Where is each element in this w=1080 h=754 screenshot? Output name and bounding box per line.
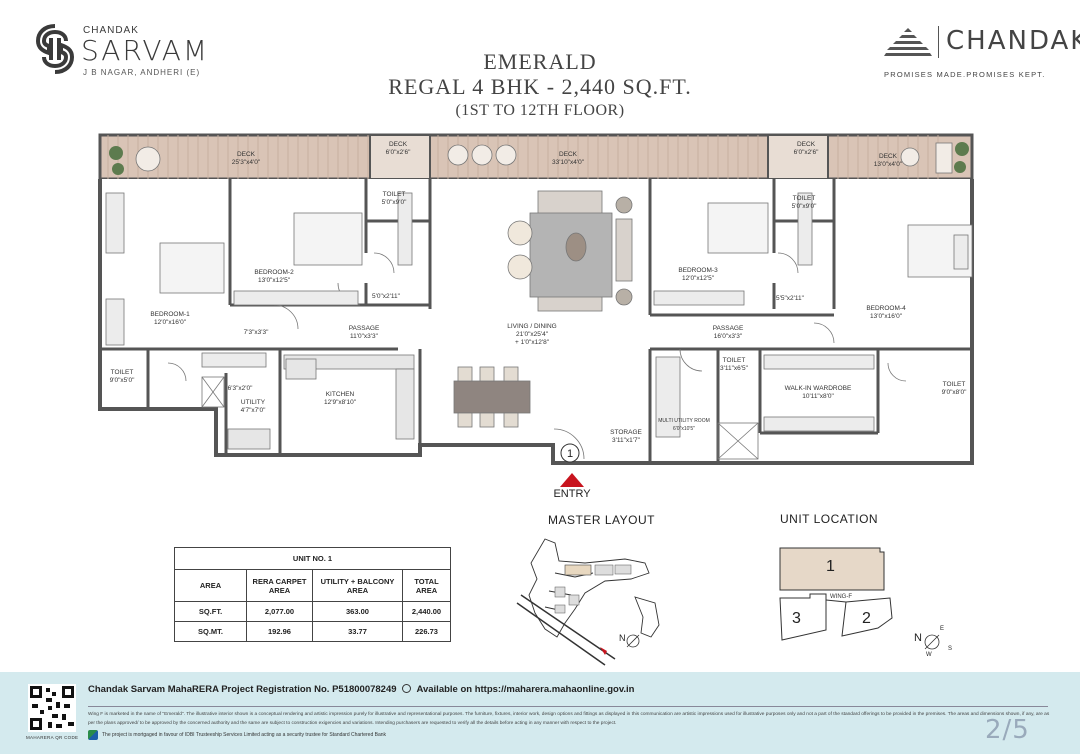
table-cell: 2,077.00: [246, 601, 313, 622]
chandak-logo: CHANDAK PROMISES MADE.PROMISES KEPT.: [880, 22, 1080, 82]
master-layout-title: MASTER LAYOUT: [548, 513, 655, 527]
brand-group: CHANDAK: [83, 25, 139, 36]
sarvam-logo-icon: [36, 24, 74, 74]
table-header: AREA: [174, 569, 247, 602]
corp-tagline: PROMISES MADE.PROMISES KEPT.: [884, 70, 1046, 79]
compass-n: N: [914, 632, 922, 644]
logo-divider: [938, 26, 939, 58]
table-cell: 192.96: [246, 621, 313, 642]
floor-range: (1ST TO 12TH FLOOR): [455, 102, 625, 119]
table-cell: 363.00: [312, 601, 403, 622]
table-cell: SQ.MT.: [174, 621, 247, 642]
table-header: RERA CARPET AREA: [246, 569, 313, 602]
pyramid-logo-icon: [884, 28, 932, 56]
unit-location-title: UNIT LOCATION: [780, 512, 879, 526]
brand-location: J B NAGAR, ANDHERI (E): [83, 68, 201, 77]
floor-plan-drawing: 1: [98, 133, 974, 465]
site-plan-drawing: N: [516, 538, 660, 666]
table-header: TOTAL AREA: [402, 569, 451, 602]
corp-name: CHANDAK: [946, 26, 1080, 56]
compass-w: W: [926, 652, 932, 658]
unit-location-map: 1 2 3 WING-F N E S W: [770, 540, 970, 670]
project-brand: CHANDAK SARVAM J B NAGAR, ANDHERI (E): [36, 22, 236, 82]
compass-n: N: [619, 633, 626, 643]
unit-1-marker: 1: [826, 558, 835, 575]
maharera-qr-icon[interactable]: [28, 684, 76, 732]
table-cell: 226.73: [402, 621, 451, 642]
unit-location-drawing: [779, 547, 940, 650]
dimension-label: 6'3"x2'0": [227, 385, 253, 392]
entry-number: 1: [567, 448, 573, 460]
dimension-label: 5'5"x2'11": [776, 295, 804, 302]
compass-s: S: [948, 646, 953, 652]
wing-label: WING-F: [830, 594, 852, 600]
master-layout-map: N: [515, 533, 670, 668]
entry-arrow-icon: [560, 473, 584, 487]
table-cell: 2,440.00: [402, 601, 451, 622]
dimension-label: 5'0"x2'11": [372, 293, 400, 300]
wing-name: EMERALD: [483, 49, 597, 74]
plan-title: EMERALD REGAL 4 BHK - 2,440 SQ.FT. (1ST …: [340, 50, 740, 122]
rera-registration: Chandak Sarvam MahaRERA Project Registra…: [88, 684, 635, 695]
divider: [88, 706, 1048, 707]
unit-2-marker: 2: [862, 610, 871, 627]
page-number: 2/5: [985, 715, 1030, 745]
table-row: SQ.MT. 192.96 33.77 226.73: [174, 621, 451, 642]
dimension-label: 7'3"x3'3": [243, 329, 269, 336]
unit-3-marker: 3: [792, 610, 801, 627]
globe-icon: [402, 684, 412, 693]
compass-e: E: [940, 626, 945, 632]
unit-area-table: UNIT NO. 1 AREA RERA CARPET AREA UTILITY…: [174, 547, 451, 642]
table-cell: 33.77: [312, 621, 403, 642]
table-header: UTILITY + BALCONY AREA: [312, 569, 403, 602]
unit-type: REGAL 4 BHK - 2,440 SQ.FT.: [388, 74, 692, 99]
bank-logo-icon: [88, 730, 98, 740]
table-cell: SQ.FT.: [174, 601, 247, 622]
table-title: UNIT NO. 1: [174, 547, 451, 570]
mortgage-note: The project is mortgaged in favour of ID…: [102, 732, 387, 738]
rera-text: Chandak Sarvam MahaRERA Project Registra…: [88, 684, 397, 695]
table-row: SQ.FT. 2,077.00 363.00 2,440.00: [174, 601, 451, 622]
footer: MAHARERA QR CODE Chandak Sarvam MahaRERA…: [0, 672, 1080, 754]
qr-caption: MAHARERA QR CODE: [26, 735, 79, 740]
entry-label: ENTRY: [553, 488, 591, 500]
disclaimer: Wing F is marketed in the name of "Emera…: [88, 712, 1050, 726]
brand-name: SARVAM: [81, 34, 210, 67]
rera-link[interactable]: Available on https://maharera.mahaonline…: [416, 684, 635, 695]
